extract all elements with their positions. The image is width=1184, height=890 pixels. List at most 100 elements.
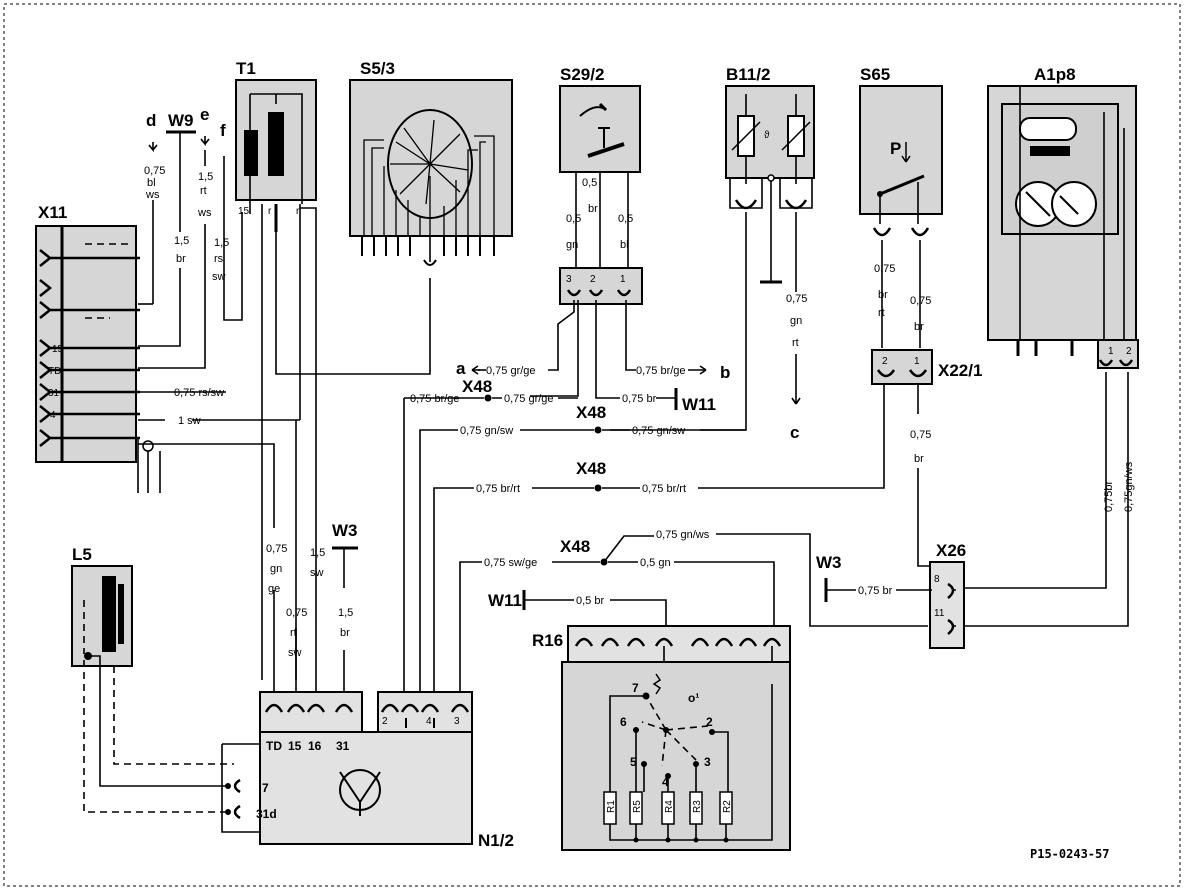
svg-text:1: 1 xyxy=(914,356,920,367)
r16-connector xyxy=(567,625,791,663)
svg-text:1 sw: 1 sw xyxy=(178,415,201,427)
svg-text:31: 31 xyxy=(48,388,60,399)
s5-3-label: S5/3 xyxy=(360,59,395,78)
svg-text:a: a xyxy=(456,359,466,378)
svg-text:TD: TD xyxy=(48,366,61,377)
svg-text:0,75gn/ws: 0,75gn/ws xyxy=(1123,461,1135,512)
svg-text:1,5: 1,5 xyxy=(310,547,325,559)
r16-component: R16 7 o¹ 6 2 5 3 4 R1 R5 xyxy=(532,625,791,851)
s29-2-label: S29/2 xyxy=(560,65,604,84)
svg-text:ϑ: ϑ xyxy=(764,130,770,141)
svg-text:sw: sw xyxy=(212,271,226,283)
n1-2-label: N1/2 xyxy=(478,831,514,850)
x22-1-label: X22/1 xyxy=(938,361,982,380)
svg-text:4: 4 xyxy=(50,410,56,421)
svg-text:0,75 gn/sw: 0,75 gn/sw xyxy=(460,425,513,437)
a1p8-label: A1p8 xyxy=(1034,65,1076,84)
svg-text:X48: X48 xyxy=(462,377,492,396)
svg-text:bl: bl xyxy=(620,239,629,251)
svg-text:0,75 gn/sw: 0,75 gn/sw xyxy=(632,425,685,437)
svg-text:2: 2 xyxy=(382,716,388,727)
svg-text:7: 7 xyxy=(632,681,639,695)
svg-text:R4: R4 xyxy=(664,800,675,813)
svg-text:5: 5 xyxy=(630,755,637,769)
svg-text:ws: ws xyxy=(145,189,160,201)
t1-label: T1 xyxy=(236,59,256,78)
svg-text:br: br xyxy=(878,289,888,301)
svg-text:gn: gn xyxy=(790,315,802,327)
svg-text:0,5 br: 0,5 br xyxy=(576,595,604,607)
svg-text:0,5 gn: 0,5 gn xyxy=(640,557,671,569)
svg-text:o¹: o¹ xyxy=(688,691,699,705)
svg-text:1: 1 xyxy=(620,274,626,285)
svg-text:7: 7 xyxy=(262,781,269,795)
svg-text:1,5: 1,5 xyxy=(198,171,213,183)
l5-label: L5 xyxy=(72,545,92,564)
svg-text:31: 31 xyxy=(336,739,350,753)
x11-terminals xyxy=(39,249,140,447)
svg-text:1: 1 xyxy=(1108,346,1114,357)
svg-text:3: 3 xyxy=(566,274,572,285)
svg-text:W3: W3 xyxy=(816,553,842,572)
svg-text:rt: rt xyxy=(878,307,885,319)
x11-body xyxy=(35,225,137,463)
svg-text:rt: rt xyxy=(792,337,799,349)
svg-text:br: br xyxy=(914,321,924,333)
svg-text:sw: sw xyxy=(310,567,324,579)
svg-text:bl: bl xyxy=(147,177,156,189)
svg-text:d: d xyxy=(146,111,156,130)
svg-text:15: 15 xyxy=(52,344,64,355)
svg-text:R2: R2 xyxy=(722,800,733,813)
svg-text:0,75 rs/sw: 0,75 rs/sw xyxy=(174,387,224,399)
svg-text:R3: R3 xyxy=(692,800,703,813)
svg-text:0,75 br/rt: 0,75 br/rt xyxy=(476,483,520,495)
svg-text:0,5: 0,5 xyxy=(618,213,633,225)
svg-text:2: 2 xyxy=(1126,346,1132,357)
svg-text:0,75 br: 0,75 br xyxy=(858,585,893,597)
svg-text:1,5: 1,5 xyxy=(338,607,353,619)
s29-2-component: S29/2 0,5 br 0,5 gn 0,5 bl 3 2 1 0,75 gr… xyxy=(456,65,730,414)
n1-2-right-connector xyxy=(377,691,473,733)
s29-2-connector xyxy=(559,267,643,305)
svg-text:0,5: 0,5 xyxy=(566,213,581,225)
svg-text:6: 6 xyxy=(620,715,627,729)
diagram-frame xyxy=(3,3,1181,887)
svg-text:e: e xyxy=(200,105,209,124)
n1-2-left-connector xyxy=(259,691,363,733)
svg-text:rs: rs xyxy=(214,253,224,265)
x11-label: X11 xyxy=(38,203,67,222)
svg-text:c: c xyxy=(790,423,799,442)
svg-text:16: 16 xyxy=(308,739,322,753)
svg-text:R5: R5 xyxy=(632,800,643,813)
svg-text:br: br xyxy=(588,203,598,215)
svg-text:br: br xyxy=(176,253,186,265)
x26-connector: X26 8 11 xyxy=(929,541,966,649)
r16-body xyxy=(561,661,791,851)
t1-component: T1 15 r r xyxy=(235,59,431,628)
a1p8-component: A1p8 1 2 0,75br 0,75gn/ws xyxy=(952,65,1139,627)
svg-text:0,75 br: 0,75 br xyxy=(622,393,657,405)
svg-text:15: 15 xyxy=(238,206,250,217)
svg-text:0,75 br/ge: 0,75 br/ge xyxy=(636,365,686,377)
svg-text:4: 4 xyxy=(426,716,432,727)
r16-label: R16 xyxy=(532,631,563,650)
svg-text:X48: X48 xyxy=(576,459,606,478)
svg-text:X48: X48 xyxy=(576,403,606,422)
s65-label: S65 xyxy=(860,65,890,84)
svg-text:ws: ws xyxy=(197,207,212,219)
svg-text:W11: W11 xyxy=(488,591,522,610)
svg-text:br: br xyxy=(914,453,924,465)
svg-text:0,75: 0,75 xyxy=(266,543,287,555)
svg-text:0,75: 0,75 xyxy=(286,607,307,619)
svg-text:ge: ge xyxy=(268,583,280,595)
svg-text:2: 2 xyxy=(706,715,713,729)
svg-text:0,75 gr/ge: 0,75 gr/ge xyxy=(486,365,536,377)
svg-text:W3: W3 xyxy=(332,521,358,540)
svg-text:0,75: 0,75 xyxy=(144,165,165,177)
svg-text:11: 11 xyxy=(934,608,945,619)
svg-text:rt: rt xyxy=(290,627,297,639)
x26-label: X26 xyxy=(936,541,966,560)
b11-2-label: B11/2 xyxy=(726,65,770,84)
svg-text:rt: rt xyxy=(200,185,207,197)
x26-body xyxy=(929,561,965,649)
